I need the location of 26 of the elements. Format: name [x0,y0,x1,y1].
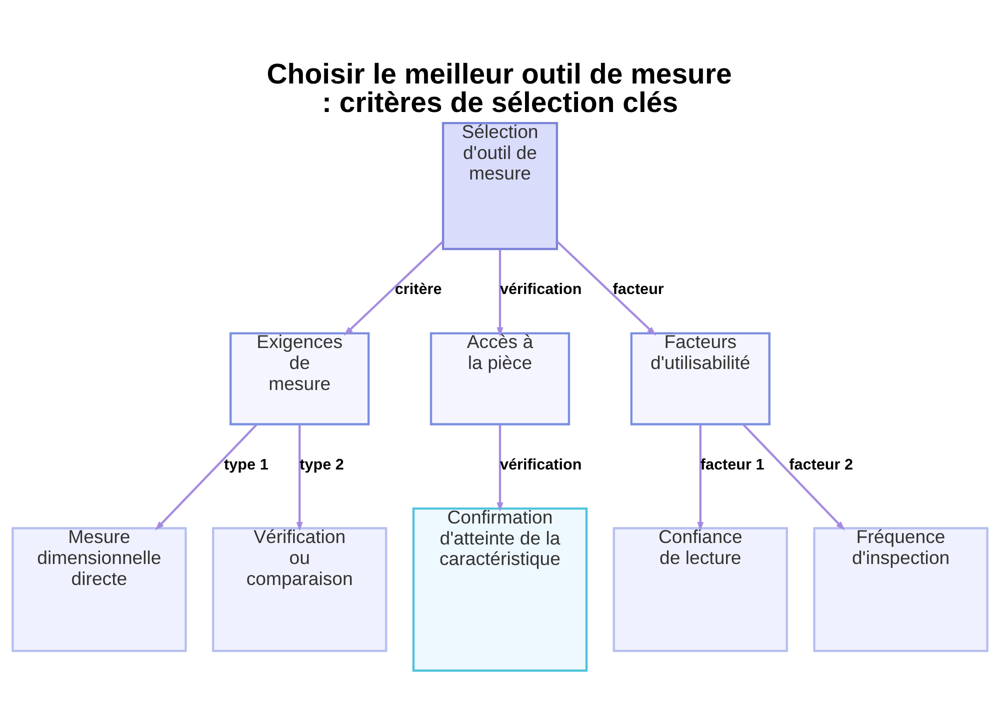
edge-label: vérification [500,456,582,474]
node-box: Accès à la pièce [430,332,570,426]
arrow [556,240,656,336]
node-box: Exigences de mesure [230,332,370,426]
node-box: Sélection d'outil de mesure [442,122,558,250]
arrow [155,424,258,530]
diagram-title: Choisir le meilleur outil de mesure : critères de sélection clés [266,58,732,119]
arrow [296,424,303,532]
arrow [496,424,504,512]
node-box: Facteurs d'utilisabilité [630,332,770,426]
edge-label: facteur [612,281,664,298]
edge-label: vérification [500,281,582,298]
node-box: Confirmation d'atteinte de la caractéristique [412,507,588,672]
node-box: Fréquence d'inspection [813,527,988,652]
arrow [496,250,504,337]
edge-label: type 2 [300,456,344,474]
node-box: Confiance de lecture [612,527,788,652]
arrow [697,424,704,532]
node-box: Vérification ou comparaison [212,527,388,652]
arrow [742,424,845,530]
edge-label: critère [394,281,442,298]
arrow [344,240,444,336]
edge-label: facteur 1 [700,456,764,474]
edge-label: facteur 2 [789,456,854,474]
edge-label: type 1 [224,456,268,474]
node-box: Mesure dimensionnelle directe [12,527,187,652]
